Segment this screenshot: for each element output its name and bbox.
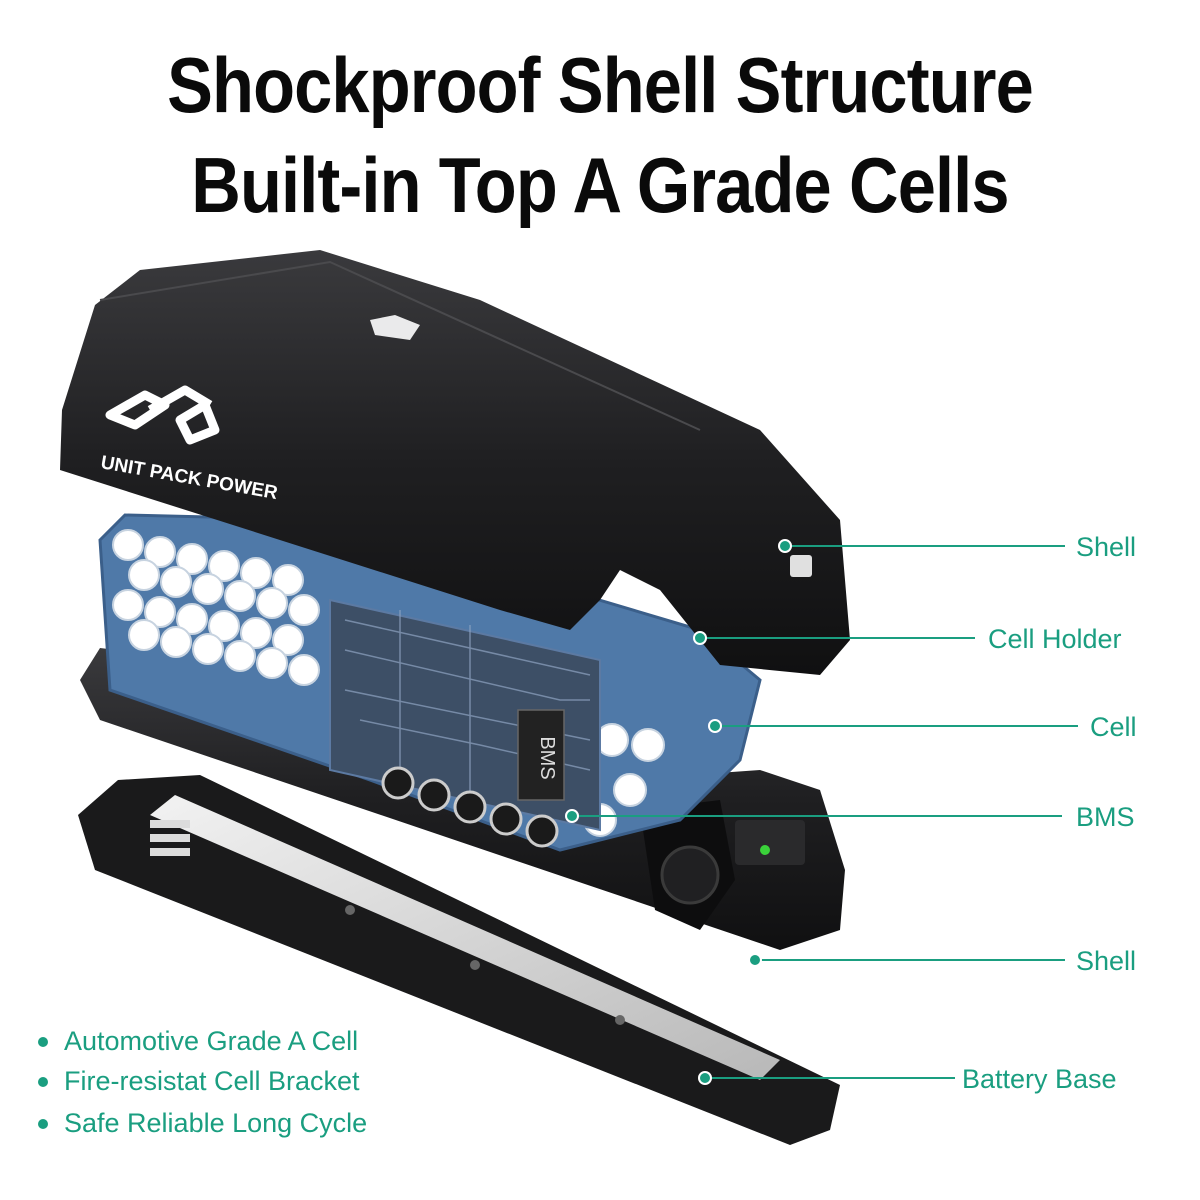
callout-bms: BMS [1076,802,1135,832]
feature-item: Fire-resistat Cell Bracket [38,1066,360,1097]
callout-shell-top: Shell [1076,532,1137,562]
bullet-dot-icon [38,1118,48,1129]
feature-item: Safe Reliable Long Cycle [38,1108,367,1139]
feature-text: Fire-resistat Cell Bracket [64,1066,360,1096]
callout-cell-holder: Cell Holder [988,624,1122,654]
callout-cell: Cell [1090,712,1137,742]
feature-text: Automotive Grade A Cell [64,1026,359,1056]
cell-holder: BMS [98,513,762,852]
feature-text: Safe Reliable Long Cycle [64,1108,368,1138]
battery-base [78,775,840,1145]
callout-leaders [565,539,1078,1085]
callout-shell-bottom: Shell [1076,946,1137,976]
feature-item: Automotive Grade A Cell [38,1026,358,1057]
bullet-dot-icon [38,1076,48,1087]
headline-line-1: Shockproof Shell Structure [167,41,1034,129]
callout-battery-base: Battery Base [962,1064,1117,1094]
brand-logo-icon [105,385,220,445]
headline-line-2: Built-in Top A Grade Cells [191,141,1009,229]
bms-chip-label: BMS [536,736,558,779]
bullet-dot-icon [38,1036,48,1047]
